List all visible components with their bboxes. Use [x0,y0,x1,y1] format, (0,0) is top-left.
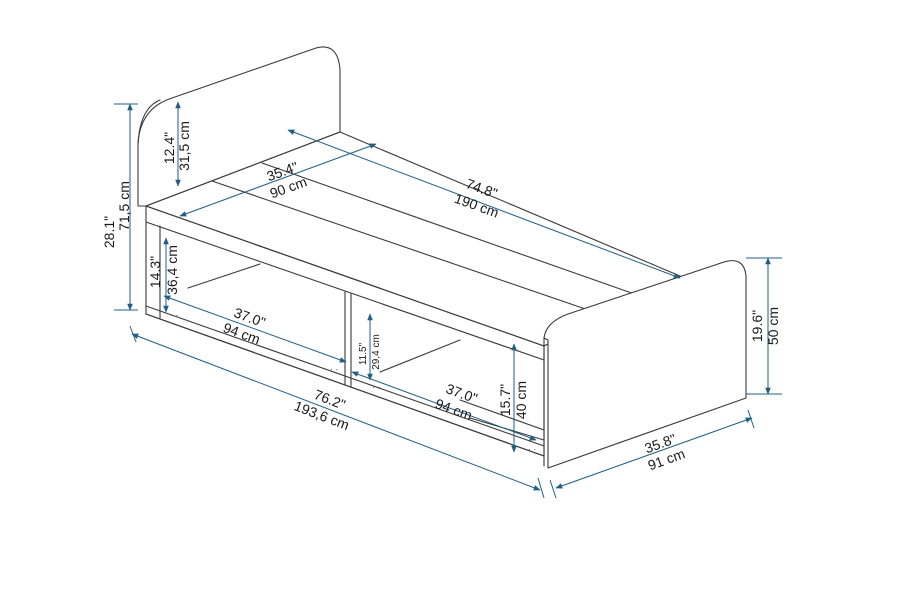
label-total-height-cm: 71,5 cm [116,181,132,231]
ext-line [747,409,755,429]
label-compartment-height-cm: 29,4 cm [371,334,382,370]
headboard-thickness [137,99,161,145]
dimension-lines [114,101,782,499]
deck-seam-1 [211,180,601,315]
ext-line [537,477,545,499]
foot-mark-2: · · [330,364,339,374]
foot-mark-3: · · [372,382,381,392]
ext-line [129,325,137,343]
label-compartment-height-inch: 11.5" [358,342,369,365]
label-front-height-inch: 15.7" [497,384,513,416]
label-footboard-height-cm: 50 cm [765,307,781,345]
label-base-height-inch: 14.3" [147,256,163,288]
label-front-height-cm: 40 cm [513,381,529,419]
label-total-height-inch: 28.1" [101,216,117,248]
label-headboard-cm: 31,5 cm [176,121,192,171]
foot-mark-1: · · [170,310,179,320]
label-headboard-inch: 12.4" [161,132,177,164]
label-footboard-height-inch: 19.6" [749,310,765,342]
headboard-panel [137,46,341,207]
right-compartment-back [379,339,461,373]
deck-seam-2 [261,162,641,297]
dim-line-overall-width [555,417,753,489]
foot-mark-4: · · [528,444,537,454]
ext-line [549,479,557,499]
footboard-panel [543,260,747,469]
label-base-height-cm: 36,4 cm [164,245,180,295]
dim-line-mattress-length [287,129,681,279]
dim-line-overall-length [131,333,541,491]
left-compartment-back [187,263,261,289]
